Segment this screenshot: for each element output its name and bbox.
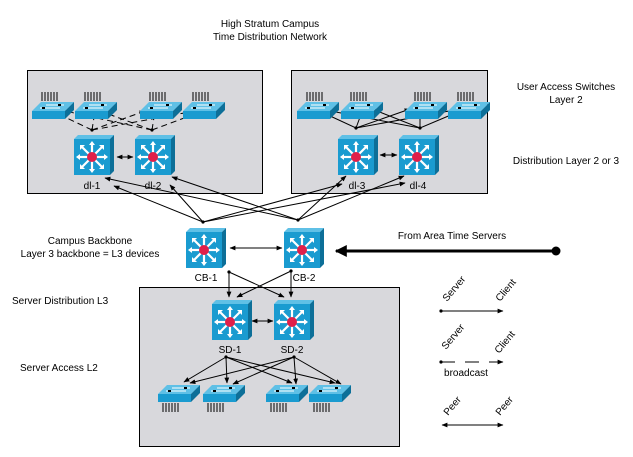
multilayer-switch-icon [133,133,177,177]
multilayer-switch-icon [184,226,228,270]
diagram-title-line1: High Stratum Campus [221,19,319,30]
legend-broadcast-server: Server [440,322,468,352]
legend-broadcast: Server Client broadcast [439,322,518,379]
multilayer-switch-icon [282,226,326,270]
device-dl-2: dl-2 [133,133,177,192]
legend-peer: Peer Peer [441,394,516,428]
diagram-title-line2: Time Distribution Network [213,32,328,43]
device-label-dl-2: dl-2 [145,181,162,192]
device-label-sd-2: SD-2 [281,345,304,356]
legend-unicast-client: Client [494,277,519,304]
device-dl-1: dl-1 [72,133,116,192]
device-label-dl-4: dl-4 [410,181,427,192]
label-campus-backbone: Campus Backbone [48,236,133,247]
user-distribution-zone-right [291,70,488,194]
device-label-cb-1: CB-1 [195,273,218,284]
user-distribution-zone-left [27,70,263,194]
multilayer-switch-icon [397,133,441,177]
device-cb-2: CB-2 [282,226,326,284]
device-dl-3: dl-3 [336,133,380,192]
device-dl-4: dl-4 [397,133,441,192]
label-area-time-servers: From Area Time Servers [398,231,506,242]
label-distribution: Distribution Layer 2 or 3 [513,156,620,167]
device-sd-2: SD-2 [272,298,316,356]
device-label-cb-2: CB-2 [293,273,316,284]
device-label-dl-3: dl-3 [349,181,366,192]
device-label-dl-1: dl-1 [84,181,101,192]
legend-broadcast-client: Client [493,329,518,356]
label-user-access-layer: Layer 2 [549,95,583,106]
label-server-access: Server Access L2 [20,363,98,374]
legend-peer-right: Peer [494,394,516,418]
label-server-distribution: Server Distribution L3 [12,296,109,307]
legend-broadcast-caption: broadcast [444,368,488,379]
legend: Server Client Server Client broadcast Pe… [439,274,519,428]
device-sd-1: SD-1 [210,298,254,356]
device-cb-1: CB-1 [184,226,228,284]
legend-unicast-server: Server [441,274,469,304]
multilayer-switch-icon [272,298,316,342]
device-label-sd-1: SD-1 [219,345,242,356]
legend-unicast: Server Client [439,274,519,314]
connection-lines [51,107,561,385]
multilayer-switch-icon [72,133,116,177]
multilayer-switch-icon [210,298,254,342]
legend-peer-left: Peer [442,394,464,418]
label-user-access: User Access Switches [517,82,615,93]
label-backbone-l3: Layer 3 backbone = L3 devices [21,249,160,260]
multilayer-switch-icon [336,133,380,177]
